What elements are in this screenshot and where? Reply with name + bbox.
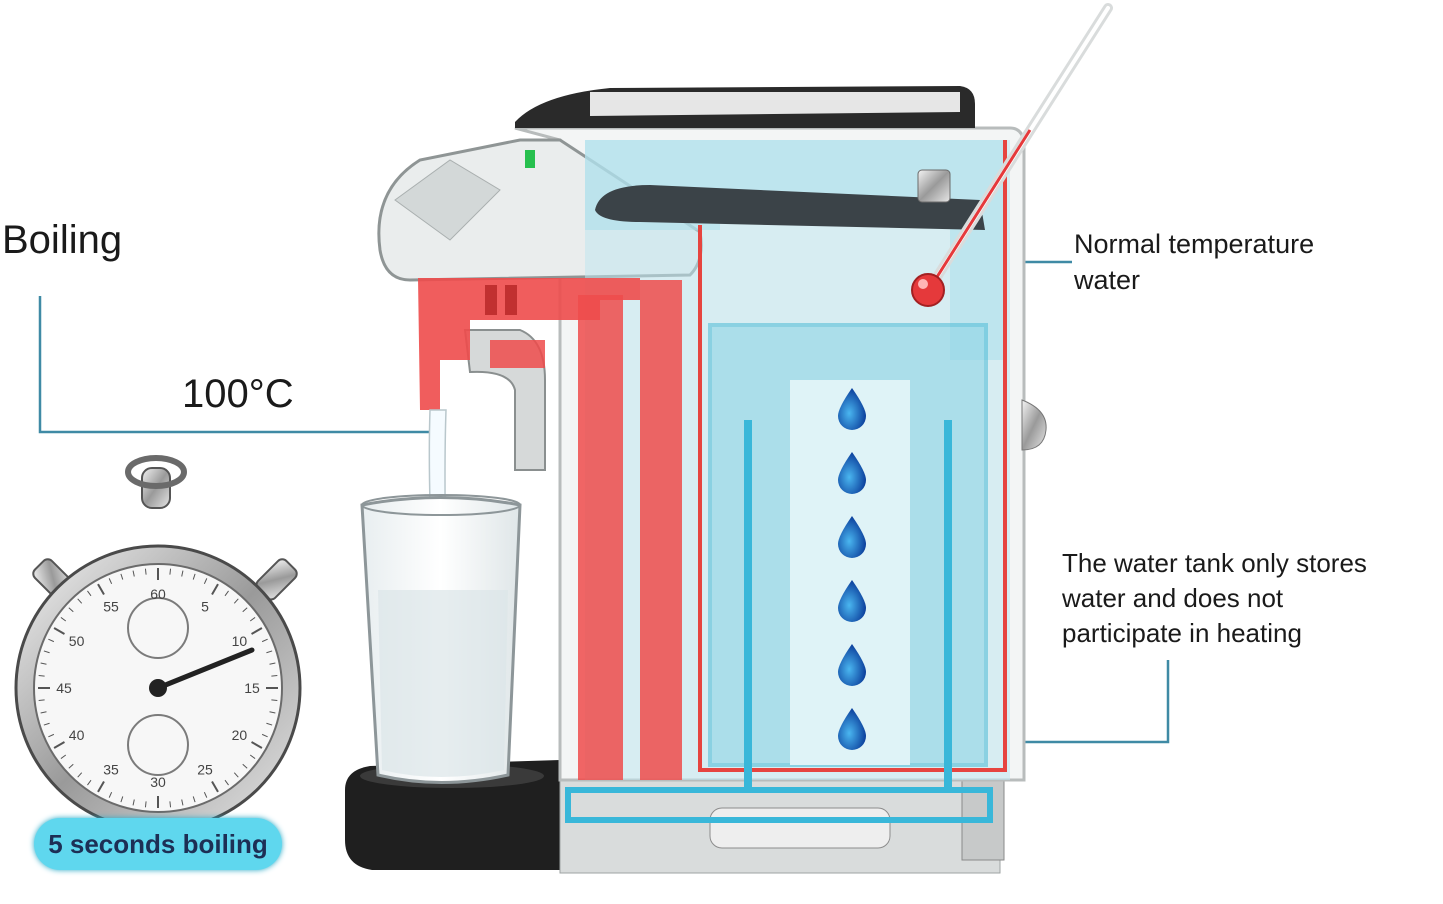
dial-tick: [48, 733, 55, 738]
water-tank-line-1: The water tank only stores: [1062, 548, 1367, 578]
dial-tick: [132, 799, 135, 806]
water-drop-icon: [838, 452, 866, 494]
dial-tick: [249, 617, 256, 622]
dial-tick: [242, 607, 248, 613]
dial-tick: [181, 570, 184, 577]
dial-tick: [87, 590, 92, 597]
dial-tick: [192, 573, 196, 580]
dial-tick: [249, 754, 256, 759]
dial-number: 30: [150, 774, 166, 790]
dial-tick: [60, 617, 67, 622]
hot-water-channel: [418, 278, 682, 780]
normal-water-line-1: Normal temperature: [1074, 229, 1315, 259]
dial-number: 20: [232, 727, 248, 743]
dial-tick: [68, 607, 74, 613]
normal-water-label: Normal temperature water: [1074, 226, 1314, 298]
dial-tick: [43, 650, 50, 654]
dial-number: 55: [103, 599, 119, 615]
dial-tick: [97, 583, 105, 595]
boiling-leader-line: [38, 296, 440, 434]
dial-tick: [38, 674, 45, 677]
dial-tick: [224, 779, 229, 786]
dial-tick: [181, 799, 184, 806]
dial-tick: [108, 578, 113, 585]
dial-number: 40: [69, 727, 85, 743]
water-tank-label: The water tank only stores water and doe…: [1062, 546, 1367, 651]
dial-tick: [120, 573, 124, 580]
dial-number: 60: [150, 586, 166, 602]
water-drops: [838, 388, 866, 750]
dial-tick: [266, 722, 273, 726]
glass-icon: [360, 494, 522, 784]
dial-tick: [192, 796, 196, 803]
dial-number: 25: [197, 761, 213, 777]
tank-leader-line: [980, 660, 1170, 744]
stopwatch-icon: 60 5 10 15 20 25 30 35 40 45 50 55: [14, 455, 302, 832]
dial-tick: [144, 568, 147, 575]
dial-tick: [68, 763, 74, 769]
water-drop-icon: [838, 516, 866, 558]
dial-tick: [169, 568, 172, 575]
dial-tick: [77, 772, 83, 778]
boiling-label: Boiling: [2, 218, 123, 262]
dial-number: 50: [69, 633, 85, 649]
dial-tick: [77, 598, 83, 604]
water-tank: [565, 140, 1010, 823]
dial-tick: [261, 638, 268, 643]
dial-tick: [120, 796, 124, 803]
water-tank-line-3: participate in heating: [1062, 618, 1302, 648]
dial-number: 10: [232, 633, 248, 649]
dial-tick: [48, 638, 55, 643]
dial-tick: [211, 583, 219, 595]
dial-tick: [132, 570, 135, 577]
dial-tick: [60, 754, 67, 759]
dial-tick: [271, 699, 278, 702]
dial-tick: [261, 733, 268, 738]
water-drop-icon: [838, 388, 866, 430]
dial-tick: [108, 791, 113, 798]
dial-tick: [40, 711, 47, 714]
dial-tick: [169, 801, 172, 808]
dial-tick: [224, 590, 229, 597]
water-tank-line-2: water and does not: [1062, 583, 1284, 613]
boiling-time-badge-text: 5 seconds boiling: [48, 828, 268, 859]
dial-tick: [269, 662, 276, 665]
dial-tick: [97, 781, 105, 793]
dial-tick: [144, 801, 147, 808]
dial-tick: [233, 598, 239, 604]
dial-tick: [43, 722, 50, 726]
water-drop-icon: [838, 708, 866, 750]
dial-number: 35: [103, 761, 119, 777]
dial-tick: [266, 650, 273, 654]
dial-number: 5: [201, 599, 209, 615]
thermometer-icon: [911, 3, 1113, 307]
dial-tick: [233, 772, 239, 778]
dial-tick: [203, 791, 208, 798]
dial-tick: [53, 627, 65, 635]
dial-tick: [251, 627, 263, 635]
indicator-light: [525, 150, 535, 168]
temperature-label: 100°C: [182, 372, 294, 416]
normal-water-line-2: water: [1074, 265, 1141, 295]
dial-tick: [211, 781, 219, 793]
dial-tick: [38, 699, 45, 702]
dial-tick: [251, 741, 263, 749]
water-drop-icon: [838, 644, 866, 686]
dial-tick: [87, 779, 92, 786]
dial-tick: [53, 741, 65, 749]
dial-tick: [40, 662, 47, 665]
dial-number: 15: [244, 680, 260, 696]
dial-number: 45: [56, 680, 72, 696]
boiling-time-badge: 5 seconds boiling: [34, 818, 282, 870]
side-tap: [1021, 399, 1047, 451]
water-drop-icon: [838, 580, 866, 622]
dial-tick: [203, 578, 208, 585]
dial-tick: [269, 711, 276, 714]
dial-tick: [242, 763, 248, 769]
dial-tick: [271, 674, 278, 677]
